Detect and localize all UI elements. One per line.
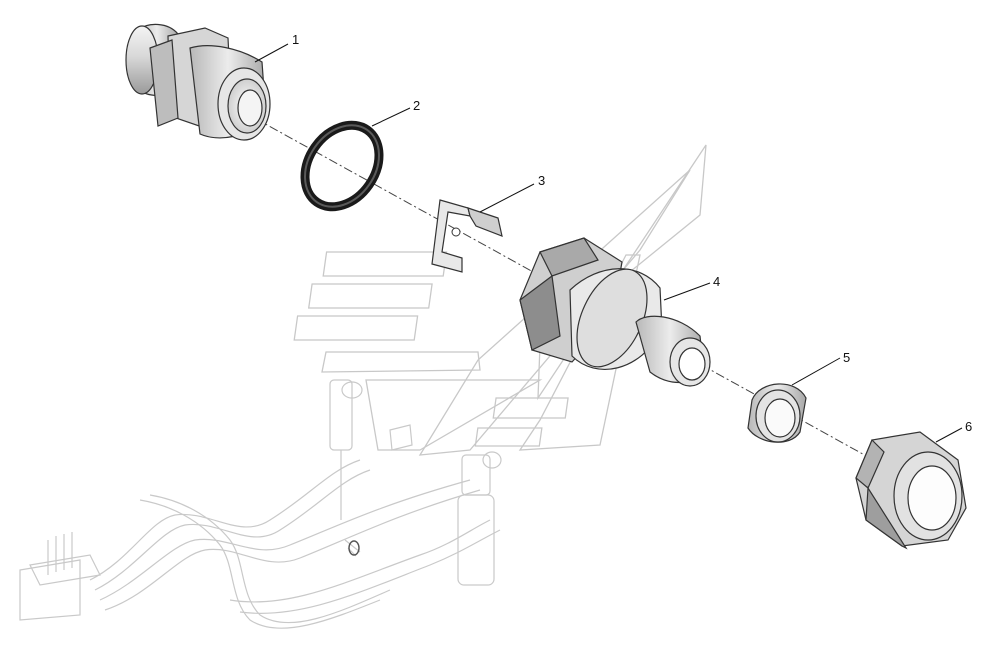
part-1-adapter <box>125 23 271 141</box>
callout-3: 3 <box>538 173 545 188</box>
callout-5: 5 <box>843 350 850 365</box>
callout-6: 6 <box>965 419 972 434</box>
hydraulic-system-outline <box>19 379 502 629</box>
callout-1: 1 <box>292 32 299 47</box>
part-2-o-ring <box>300 120 384 212</box>
part-6-hex-nut <box>855 431 967 550</box>
part-5-ferrule <box>747 383 807 443</box>
callout-2: 2 <box>413 98 420 113</box>
callout-labels: 1 2 3 4 5 6 <box>292 32 972 434</box>
leader-lines <box>254 43 963 443</box>
part-4-reducer-fitting <box>519 237 711 387</box>
part-3-lock-bracket <box>431 199 503 273</box>
callout-4: 4 <box>713 274 720 289</box>
